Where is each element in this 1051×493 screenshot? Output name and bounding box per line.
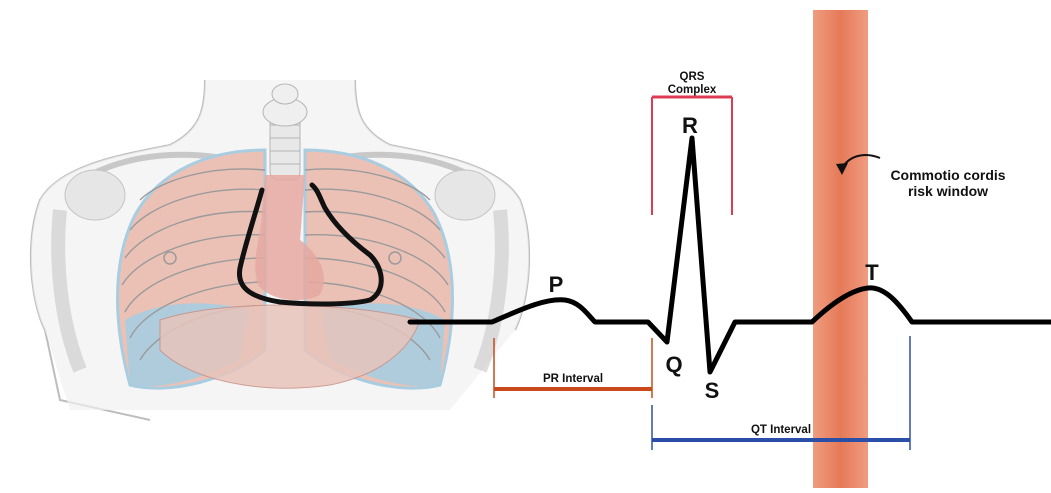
chest-illustration [31, 80, 529, 420]
shoulder-right [435, 170, 495, 220]
risk-window-band [813, 10, 868, 488]
t-wave-label: T [865, 260, 879, 285]
pr-bracket [494, 338, 652, 398]
r-wave-label: R [682, 113, 698, 138]
qt-interval-label: QT Interval [751, 424, 811, 436]
qrs-label-line2: Complex [668, 84, 717, 96]
risk-window-label-line1: Commotio cordis [890, 167, 1005, 183]
q-wave-label: Q [665, 352, 682, 377]
shoulder-left [65, 170, 125, 220]
larynx [272, 84, 298, 104]
qrs-label-line1: QRS [680, 71, 705, 83]
pr-interval-label: PR Interval [543, 373, 603, 385]
s-wave-label: S [705, 378, 720, 403]
risk-window-label-line2: risk window [908, 183, 988, 199]
p-wave-label: P [549, 272, 564, 297]
